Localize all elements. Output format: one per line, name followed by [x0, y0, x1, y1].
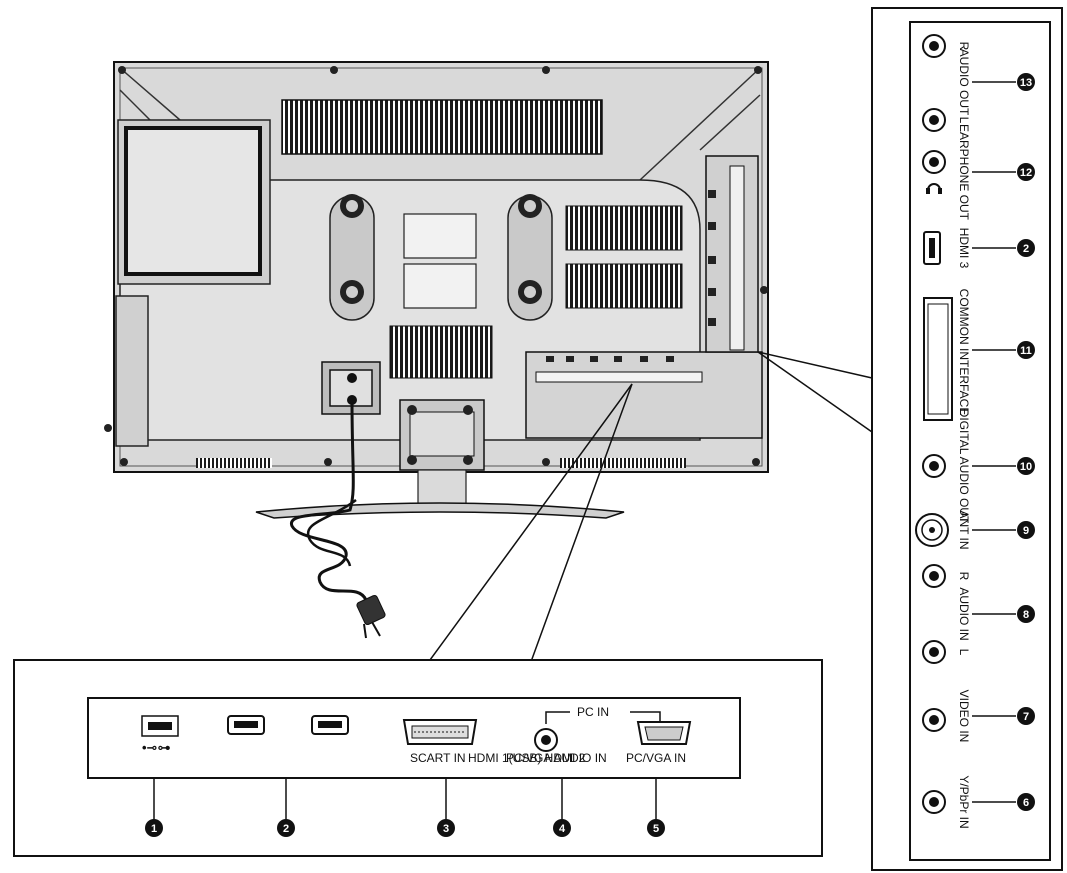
hdmi-port-3-icon	[923, 231, 941, 265]
side-port-audio-in: AUDIO IN R L 8	[922, 564, 1035, 664]
rca-jack-icon	[922, 640, 946, 664]
callout-number: 1	[151, 823, 157, 835]
bottom-callouts: 1 2 3 4 5	[145, 819, 665, 837]
side-port-digital-audio-out: DIGITAL AUDIO OUT 10	[922, 409, 1035, 524]
callout-11: 11	[1017, 341, 1035, 359]
callout-7: 7	[1017, 707, 1035, 725]
callout-number: 10	[1020, 461, 1032, 473]
side-port-y-pbpr-in: Y/PbPr IN 6	[922, 775, 1035, 829]
callout-number: 3	[443, 823, 449, 835]
usb-port-icon	[141, 715, 179, 737]
callout-9: 9	[1017, 521, 1035, 539]
side-port-label: VIDEO IN	[957, 690, 971, 743]
scart-port-icon	[402, 719, 478, 745]
rca-jack-icon	[922, 108, 946, 132]
headphone-icon	[926, 183, 942, 194]
callout-13: 13	[1017, 73, 1035, 91]
side-port-label: EARPHONE OUT	[957, 124, 971, 221]
callout-8: 8	[1017, 605, 1035, 623]
hdmi-port-1-icon	[227, 715, 265, 735]
callout-1: 1	[145, 819, 163, 837]
callout-number: 12	[1020, 167, 1032, 179]
hdmi-label: HDMI 1(USB) HDMI 2	[468, 751, 586, 765]
hdmi-port-2-icon	[311, 715, 349, 735]
callout-number: 9	[1023, 525, 1029, 537]
side-port-ant-in: ANT IN 9	[915, 510, 1035, 550]
bottom-panel: •⊸⊶ SCART IN HDMI 1(USB) HDMI 2 PC IN PC…	[13, 659, 823, 857]
side-port-hdmi-3: HDMI 3 2	[923, 228, 1035, 269]
callout-10: 10	[1017, 457, 1035, 475]
callout-3: 3	[437, 819, 455, 837]
callout-6: 6	[1017, 793, 1035, 811]
callout-2: 2	[277, 819, 295, 837]
tv-rear-body	[104, 61, 769, 639]
side-port-video-in: VIDEO IN 7	[922, 690, 1035, 743]
power-plug-icon	[356, 594, 386, 639]
callout-number: 2	[1023, 243, 1029, 255]
side-port-label: DIGITAL AUDIO OUT	[957, 409, 971, 524]
side-port-label: HDMI 3	[957, 228, 971, 269]
callout-4: 4	[553, 819, 571, 837]
callout-number: 8	[1023, 609, 1029, 621]
callout-number: 7	[1023, 711, 1029, 723]
callout-number: 4	[559, 823, 566, 835]
rca-jack-icon	[922, 150, 946, 174]
pc-in-label: PC IN	[577, 705, 609, 719]
rca-jack-icon	[922, 790, 946, 814]
callout-number: 2	[283, 823, 289, 835]
common-interface-slot-icon	[923, 297, 953, 421]
side-port-earphone-out: EARPHONE OUT 12	[922, 124, 1035, 221]
antenna-port-icon	[915, 513, 949, 547]
callout-number: 13	[1020, 77, 1032, 89]
callout-5: 5	[647, 819, 665, 837]
vga-label: PC/VGA IN	[626, 751, 686, 765]
callout-number: 6	[1023, 797, 1029, 809]
callout-number: 5	[653, 823, 659, 835]
side-port-label: AUDIO IN	[957, 587, 971, 640]
rca-jack-icon	[922, 564, 946, 588]
side-port-common-interface: COMMON INTERFACE 11	[923, 289, 1035, 421]
side-port-label: COMMON INTERFACE	[957, 289, 971, 416]
rca-jack-icon	[922, 454, 946, 478]
channel-label-left: L	[957, 117, 971, 124]
usb-symbol-icon: •⊸⊶	[142, 740, 170, 755]
side-port-label: Y/PbPr IN	[957, 775, 971, 828]
rca-jack-icon	[922, 34, 946, 58]
scart-label: SCART IN	[410, 751, 466, 765]
channel-label-right: R	[957, 42, 971, 51]
callout-2: 2	[1017, 239, 1035, 257]
callout-number: 11	[1020, 345, 1032, 357]
side-port-label: ANT IN	[957, 510, 971, 549]
callout-12: 12	[1017, 163, 1035, 181]
rca-jack-icon	[922, 708, 946, 732]
vga-port-icon	[636, 721, 692, 745]
channel-label-left: L	[957, 649, 971, 656]
channel-label-right: R	[957, 572, 971, 581]
pc-audio-label: PC/VGA AUDIO IN	[506, 751, 607, 765]
side-port-label: AUDIO OUT	[957, 49, 971, 116]
pc-audio-jack-icon	[534, 728, 558, 752]
